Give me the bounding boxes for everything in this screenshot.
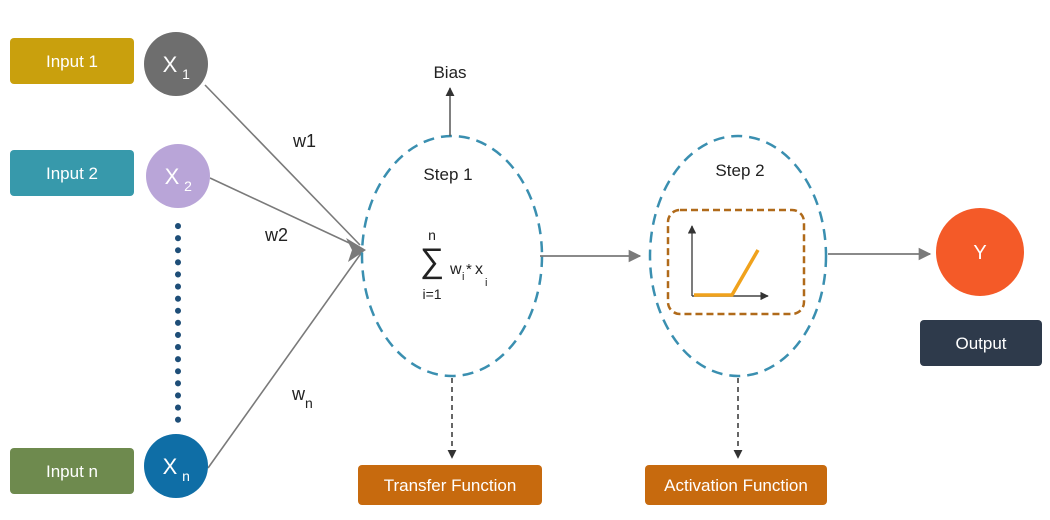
expr-w: w [449, 261, 462, 278]
input-n-label: Input n [46, 462, 98, 481]
weight-wn-base: w [291, 384, 306, 404]
x1-node-sub: 1 [182, 66, 190, 82]
output-box-label: Output [955, 334, 1006, 353]
xn-node-base: X [163, 454, 178, 479]
output-node [936, 208, 1024, 296]
activation-curve [694, 249, 760, 297]
input-2-box [10, 150, 134, 196]
sum-symbol: ∑ [420, 242, 444, 280]
weight-w1-label: w1 [292, 131, 316, 151]
input-2-label: Input 2 [46, 164, 98, 183]
transfer-function-box [358, 465, 542, 505]
xn-node [144, 434, 208, 498]
connection-x1 [204, 84, 361, 246]
activation-function-label: Activation Function [664, 476, 808, 495]
step1-title: Step 1 [423, 165, 472, 184]
connection-x2 [209, 177, 361, 249]
weight-wn-sub: n [305, 395, 313, 411]
activation-box [666, 208, 806, 316]
weight-w2-label: w2 [264, 225, 288, 245]
x2-node [146, 144, 210, 208]
expr-w-index: i [462, 271, 464, 283]
input-n-box [10, 448, 134, 494]
transfer-function-label: Transfer Function [384, 476, 517, 495]
step2-circle [648, 134, 828, 378]
output-node-label: Y [973, 242, 986, 264]
input-1-label: Input 1 [46, 52, 98, 71]
output-box [920, 320, 1042, 366]
xn-node-sub: n [182, 468, 190, 484]
activation-function-box [645, 465, 827, 505]
x1-node-base: X [163, 52, 178, 77]
x2-node-base: X [165, 164, 180, 189]
sum-upper-limit: n [428, 227, 436, 243]
connection-arrowhead [346, 238, 366, 262]
x1-node [144, 32, 208, 96]
x2-node-sub: 2 [184, 178, 192, 194]
expr-x-index: i [485, 277, 487, 289]
sum-lower-limit: i=1 [422, 286, 441, 302]
expr-x: x [475, 261, 483, 278]
connection-xn [207, 251, 363, 469]
step2-title: Step 2 [715, 161, 764, 180]
expr-operator: * [466, 261, 472, 278]
input-1-box [10, 38, 134, 84]
bias-label: Bias [433, 63, 466, 82]
